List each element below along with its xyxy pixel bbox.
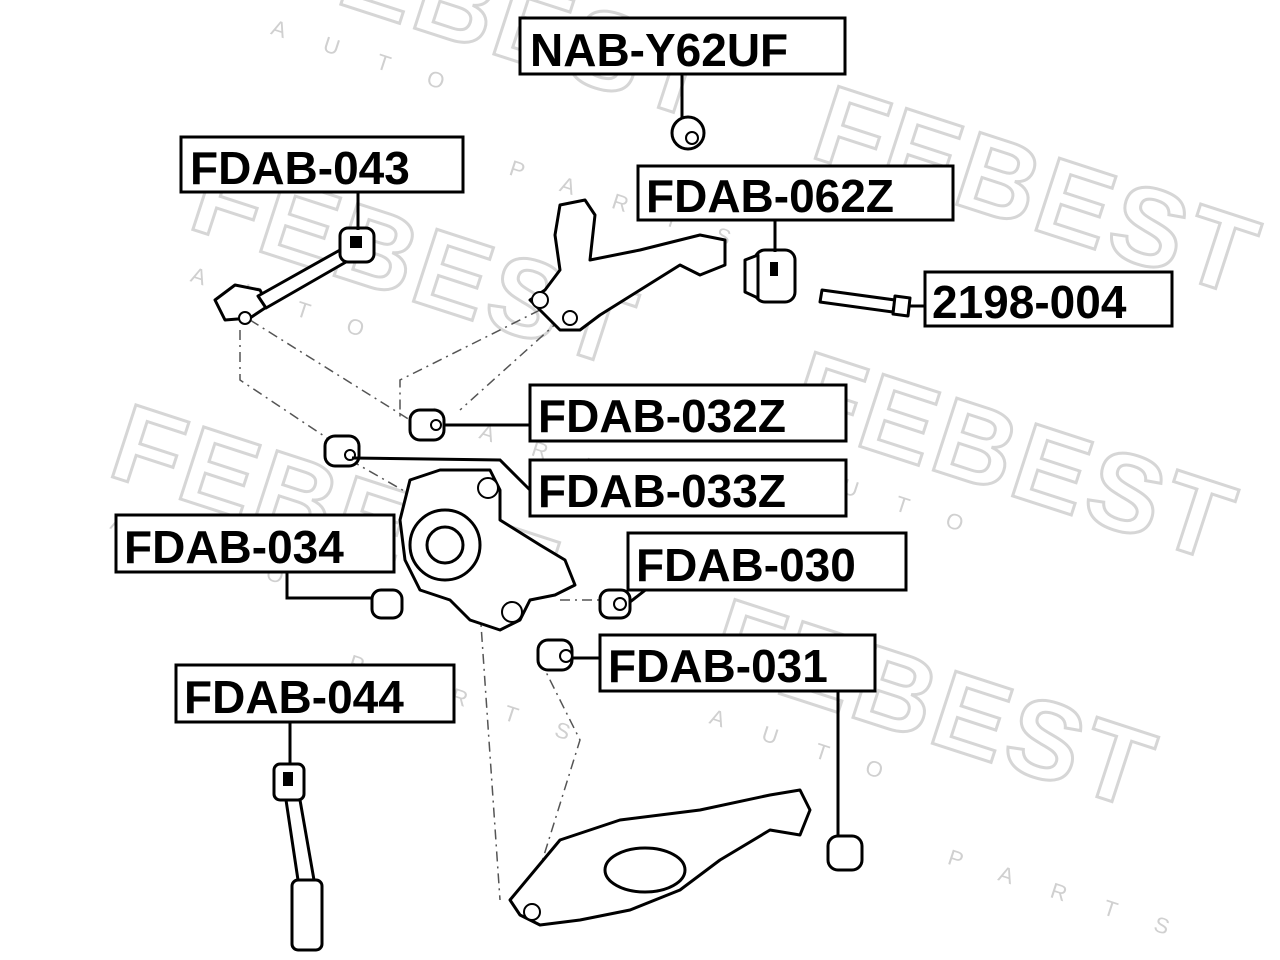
upper-toe-link bbox=[213, 226, 376, 325]
label-text: FDAB-031 bbox=[608, 640, 828, 692]
label-fdab-044: FDAB-044 bbox=[174, 663, 456, 724]
bushings bbox=[323, 408, 632, 672]
upper-control-arm bbox=[528, 115, 727, 332]
label-text: FDAB-033Z bbox=[538, 465, 786, 517]
label-text: FDAB-030 bbox=[636, 539, 856, 591]
label-fdab-031: FDAB-031 bbox=[598, 633, 877, 693]
alignment-lines bbox=[239, 309, 610, 901]
label-text: NAB-Y62UF bbox=[530, 24, 788, 76]
label-fdab-034: FDAB-034 bbox=[114, 513, 396, 574]
knuckle bbox=[398, 468, 577, 632]
shock-absorber bbox=[272, 762, 324, 952]
label-text: FDAB-044 bbox=[184, 671, 404, 723]
label-nab-y62uf: NAB-Y62UF bbox=[518, 16, 847, 76]
label-text: FDAB-043 bbox=[190, 142, 410, 194]
label-fdab-033z: FDAB-033Z bbox=[528, 458, 848, 518]
label-fdab-032z: FDAB-032Z bbox=[528, 383, 848, 443]
label-text: FDAB-062Z bbox=[646, 170, 894, 222]
label-text: 2198-004 bbox=[932, 276, 1127, 328]
label-fdab-062z: FDAB-062Z bbox=[636, 164, 955, 222]
watermark-parts: PARTS bbox=[945, 844, 1211, 952]
label-fdab-043: FDAB-043 bbox=[179, 135, 465, 194]
rear-bushing-and-bolt bbox=[743, 248, 912, 318]
lower-control-arm bbox=[508, 788, 864, 927]
label-fdab-030: FDAB-030 bbox=[626, 531, 908, 592]
label-text: FDAB-034 bbox=[124, 521, 344, 573]
label-text: FDAB-032Z bbox=[538, 390, 786, 442]
leader-lines bbox=[285, 74, 925, 836]
label-2198-004: 2198-004 bbox=[923, 270, 1174, 328]
